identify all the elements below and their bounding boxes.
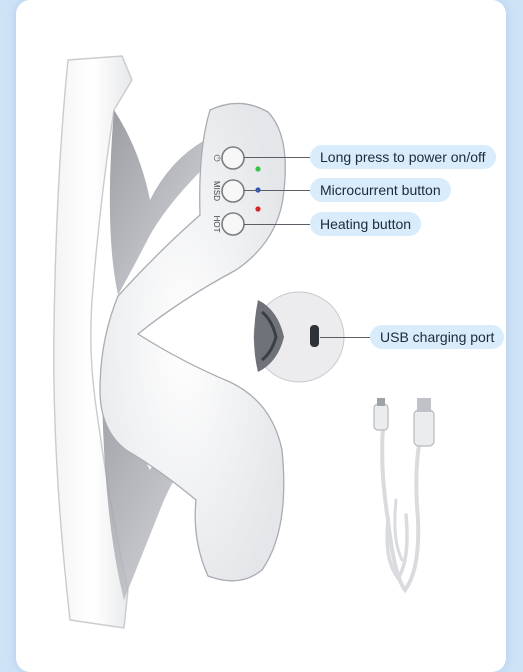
microcurrent-led-blue (255, 187, 261, 193)
heating-button[interactable] (221, 212, 245, 236)
usb-leader-line (320, 337, 370, 338)
usb-cable-image (373, 398, 435, 594)
heat-button-text: HOT (212, 216, 221, 233)
heating-led-red (255, 206, 261, 212)
power-led-green (255, 166, 261, 172)
usb-port-slot (310, 325, 319, 347)
microcurrent-leader-line (244, 190, 310, 191)
heating-leader-line (244, 224, 310, 225)
power-callout: Long press to power on/off (310, 145, 496, 169)
heating-callout: Heating button (310, 212, 422, 236)
power-button[interactable] (221, 146, 245, 170)
band-inner-top-shape (109, 110, 212, 295)
usb-callout: USB charging port (370, 325, 505, 349)
usb-port-inset (253, 291, 345, 383)
control-panel: ⏻ MISD HOT (211, 146, 261, 236)
power-leader-line (244, 157, 310, 158)
microcurrent-callout: Microcurrent button (310, 178, 451, 202)
microcurrent-button[interactable] (221, 179, 245, 203)
microcurrent-button-text: MISD (212, 181, 221, 201)
power-symbol-text: ⏻ (211, 154, 222, 161)
